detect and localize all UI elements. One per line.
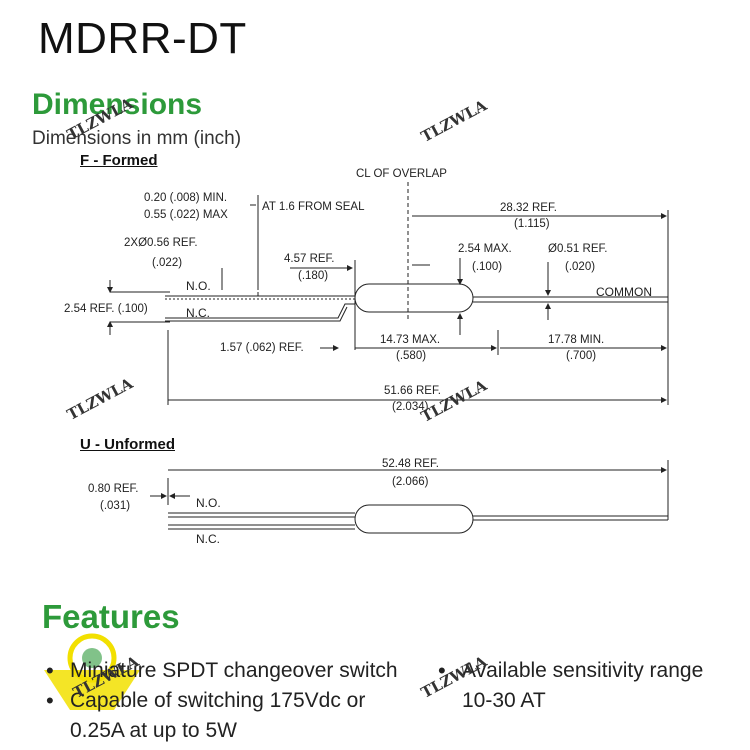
label-nc: N.C. — [186, 306, 210, 320]
reed-body-unformed — [354, 504, 474, 534]
label-1778: 17.78 MIN. — [548, 334, 604, 346]
dimensions-heading: Dimensions — [32, 88, 203, 121]
label-5248-in: (2.066) — [392, 476, 429, 488]
label-nc-unformed: N.C. — [196, 532, 220, 546]
label-no: N.O. — [186, 279, 211, 293]
label-5166: 51.66 REF. — [384, 385, 441, 397]
label-457-in: (.180) — [298, 270, 328, 282]
features-heading: Features — [42, 598, 180, 635]
label-2832-in: (1.115) — [514, 218, 550, 230]
label-157: 1.57 (.062) REF. — [220, 342, 304, 354]
label-common: COMMON — [596, 285, 652, 299]
label-5248: 52.48 REF. — [382, 458, 439, 470]
label-254-max-in: (.100) — [472, 261, 502, 273]
label-max: 0.55 (.022) MAX — [144, 209, 228, 221]
label-1778-in: (.700) — [566, 350, 596, 362]
reed-body-formed — [354, 283, 474, 313]
feature-item: • Available sensitivity range 10-30 AT — [438, 658, 704, 712]
label-dia-056-in: (.022) — [152, 257, 182, 269]
label-5166-in: (2.034) — [392, 401, 429, 413]
feature-item: • Miniature SPDT changeover switch — [46, 656, 410, 686]
label-254-max: 2.54 MAX. — [458, 243, 512, 255]
feature-item: • Capable of switching 175Vdc or 0.25A a… — [46, 688, 366, 742]
brand-logo — [44, 633, 140, 710]
label-1473-in: (.580) — [396, 350, 426, 362]
label-min: 0.20 (.008) MIN. — [144, 192, 227, 204]
dimension-drawing: CL OF OVERLAP 0.20 (.008) MIN. 0.55 (.02… — [64, 168, 669, 546]
label-from-seal: AT 1.6 FROM SEAL — [262, 201, 365, 213]
bullet-icon: • — [46, 688, 54, 713]
lead-nc — [165, 303, 355, 319]
label-254-ref: 2.54 REF. (.100) — [64, 303, 148, 315]
dimensions-subtitle: Dimensions in mm (inch) — [32, 128, 242, 149]
label-2832: 28.32 REF. — [500, 202, 557, 214]
label-080-in: (.031) — [100, 500, 130, 512]
label-457: 4.57 REF. — [284, 253, 335, 265]
bullet-icon: • — [46, 658, 54, 683]
label-dia-051: Ø0.51 REF. — [548, 243, 607, 255]
label-080: 0.80 REF. — [88, 483, 139, 495]
formed-heading: F - Formed — [80, 152, 158, 169]
label-dia-051-in: (.020) — [565, 261, 595, 273]
label-no-unformed: N.O. — [196, 496, 221, 510]
label-1473: 14.73 MAX. — [380, 334, 440, 346]
bullet-icon: • — [438, 658, 446, 683]
label-dia-056: 2XØ0.56 REF. — [124, 237, 198, 249]
unformed-heading: U - Unformed — [80, 436, 175, 453]
label-cl-overlap: CL OF OVERLAP — [356, 168, 447, 180]
page-title: MDRR-DT — [38, 14, 247, 63]
